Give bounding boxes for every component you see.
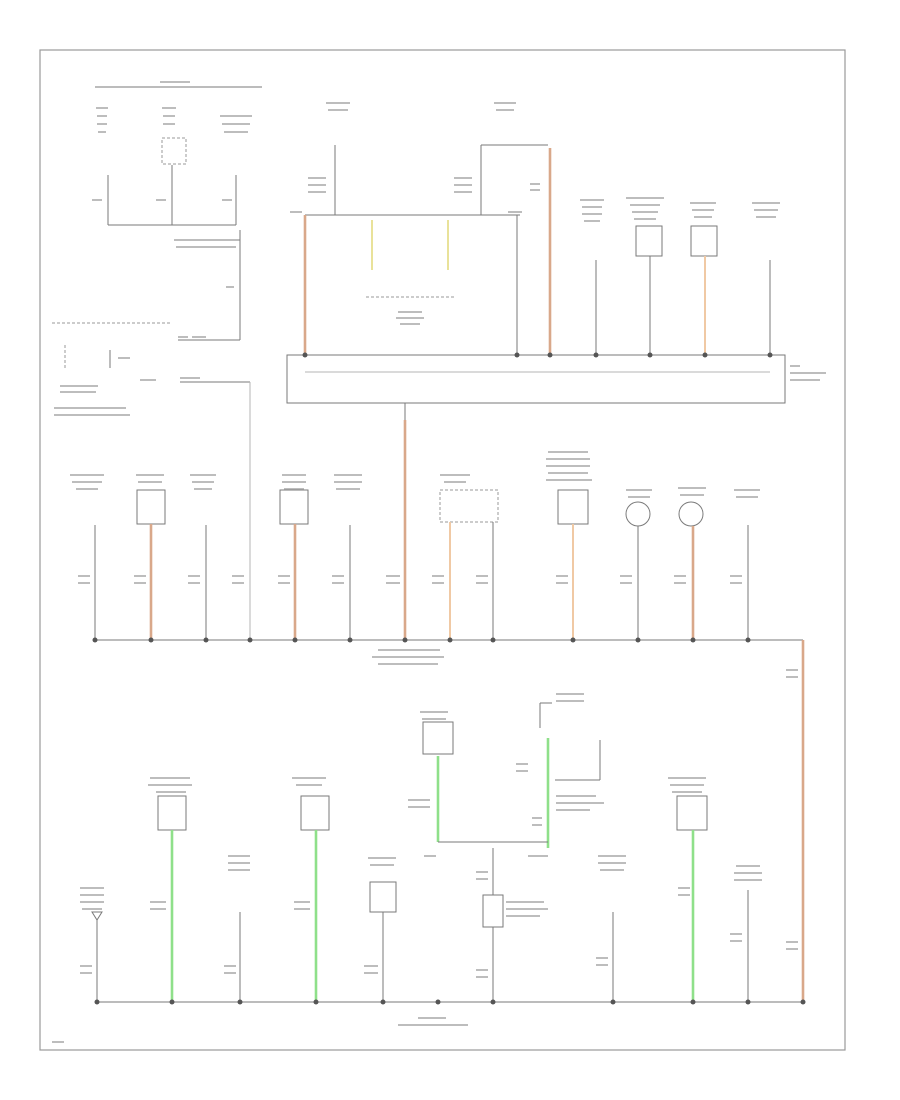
top-switch-group xyxy=(290,102,552,355)
top-left-component-group xyxy=(52,81,262,640)
lower-component-section xyxy=(52,693,798,1043)
middle-component-row xyxy=(70,451,805,1002)
junction-block xyxy=(286,354,826,640)
top-right-component-group xyxy=(580,197,780,355)
diagram-frame xyxy=(39,49,846,1051)
splice-nodes xyxy=(92,352,806,1005)
